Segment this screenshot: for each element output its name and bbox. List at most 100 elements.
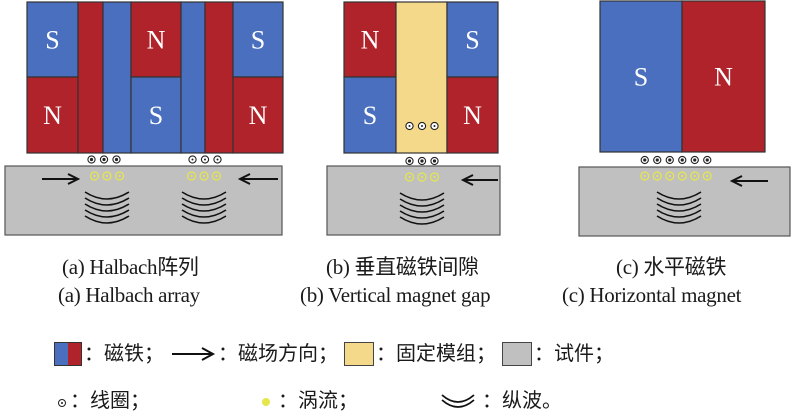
- magnet-swatch-icon: [54, 342, 82, 366]
- legend-specimen: ：试件；: [502, 342, 614, 366]
- fixture-swatch-icon: [344, 342, 374, 366]
- eddy-current-icon: [665, 171, 675, 181]
- eddy-current-center: [105, 174, 109, 178]
- longitudinal-wave-line: [399, 216, 445, 225]
- longitudinal-wave-line: [656, 203, 702, 212]
- coil-out-of-page-icon-center: [408, 125, 411, 127]
- legend-eddy-current: ：涡流；: [260, 389, 358, 413]
- field-direction-arrowhead: [67, 173, 81, 185]
- south-pole-label: S: [363, 101, 377, 130]
- longitudinal-wave-line: [181, 215, 227, 224]
- eddy-current-center: [202, 174, 206, 178]
- caption-c-zh: (c) 水平磁铁: [616, 255, 727, 279]
- legend-coil-label: ：线圈；: [70, 390, 150, 412]
- magnet-strip: [180, 1, 206, 154]
- north-pole-label: N: [714, 63, 733, 92]
- coil-into-page-icon-center: [102, 157, 106, 162]
- south-pole-label: S: [465, 26, 479, 55]
- coil-into-page-icon-center: [680, 158, 684, 162]
- eddy-current-center: [433, 175, 436, 179]
- longitudinal-wave-icon: [441, 394, 475, 408]
- magnet-block: [446, 1, 499, 78]
- eddy-current-icon: [89, 171, 100, 181]
- field-direction-arrowhead: [460, 174, 474, 186]
- caption-c-en: (c) Horizontal magnet: [562, 283, 742, 307]
- coil-into-page-icon-center: [655, 158, 659, 162]
- longitudinal-wave-line: [84, 209, 130, 218]
- magnet-block: [26, 76, 79, 154]
- coil-into-page-icon-center: [89, 157, 94, 162]
- coil-into-page-icon-center: [705, 158, 709, 162]
- longitudinal-wave-line: [399, 192, 445, 201]
- legend-longitudinal-wave-label: ：纵波。: [482, 390, 562, 412]
- eddy-current-icon: [690, 171, 700, 181]
- eddy-current-icon: [186, 171, 197, 181]
- legend-longitudinal-wave: ：纵波。: [436, 389, 562, 413]
- legend-fixture: ：固定模组；: [344, 342, 496, 366]
- eddy-current-icon: [262, 398, 270, 406]
- magnet-block: [599, 0, 683, 153]
- longitudinal-wave-line: [656, 209, 702, 218]
- eddy-current-center: [681, 174, 684, 178]
- south-pole-label: S: [149, 101, 163, 130]
- legend-coil: ：线圈；: [56, 389, 150, 413]
- coil-into-page-icon-center: [693, 158, 697, 162]
- legend-fixture-label: ：固定模组；: [376, 343, 496, 365]
- eddy-current-icon: [652, 171, 662, 181]
- longitudinal-wave-line: [84, 215, 130, 224]
- magnet-strip: [204, 1, 234, 154]
- south-pole-label: S: [45, 26, 59, 55]
- eddy-current-icon: [404, 172, 415, 182]
- panel-vertical-magnet-gap: N S S N: [326, 1, 501, 236]
- north-pole-label: N: [249, 101, 268, 130]
- eddy-current-icon: [211, 171, 222, 181]
- coil-out-of-page-icon-center: [191, 158, 194, 161]
- eddy-current-center: [420, 175, 424, 179]
- coil-out-of-page-icon-center: [433, 125, 436, 127]
- coil-out-of-page-icon-center: [204, 158, 206, 161]
- eddy-current-center: [706, 174, 709, 178]
- coil-into-page-icon-center: [643, 158, 647, 162]
- longitudinal-wave-line: [399, 210, 445, 219]
- eddy-current-icon: [429, 172, 440, 182]
- longitudinal-wave-line: [656, 191, 702, 200]
- coil-into-page-icon-center: [668, 158, 672, 162]
- caption-b-zh: (b) 垂直磁铁间隙: [326, 255, 479, 279]
- north-pole-label: N: [147, 26, 166, 55]
- coil-out-of-page-icon-center: [216, 158, 219, 161]
- longitudinal-wave-line: [181, 209, 227, 218]
- longitudinal-wave-line: [181, 197, 227, 206]
- coil-into-page-icon-center: [432, 159, 437, 163]
- eddy-current-icon: [640, 171, 650, 181]
- caption-a-en: (a) Halbach array: [58, 283, 200, 307]
- legend-field-direction: ：磁场方向；: [170, 342, 338, 366]
- legend-field-direction-label: ：磁场方向；: [218, 343, 338, 365]
- coil-into-page-icon-center: [407, 159, 412, 163]
- magnet-block: [232, 76, 284, 154]
- specimen-block: [578, 166, 791, 237]
- specimen-swatch-icon: [502, 342, 532, 366]
- legend-eddy-current-label: ：涡流；: [278, 390, 358, 412]
- field-direction-arrowhead: [237, 173, 251, 185]
- north-pole-label: N: [361, 26, 380, 55]
- south-pole-label: S: [634, 63, 648, 92]
- longitudinal-wave-line: [84, 191, 130, 200]
- legend-magnet: ：磁铁；: [54, 342, 164, 366]
- magnet-block: [26, 1, 79, 78]
- longitudinal-wave-line: [84, 197, 130, 206]
- eddy-current-icon: [417, 172, 427, 182]
- eddy-current-icon: [114, 171, 125, 181]
- north-pole-label: N: [463, 101, 482, 130]
- field-direction-arrowhead: [729, 175, 743, 187]
- eddy-current-center: [190, 174, 193, 178]
- coil-icon: [58, 399, 66, 407]
- longitudinal-wave-line: [656, 197, 702, 206]
- legend-specimen-label: ：试件；: [534, 343, 614, 365]
- eddy-current-center: [693, 174, 696, 178]
- eddy-current-center: [215, 174, 218, 178]
- eddy-current-center: [118, 174, 121, 178]
- magnet-block: [446, 76, 499, 154]
- longitudinal-wave-line: [84, 203, 130, 212]
